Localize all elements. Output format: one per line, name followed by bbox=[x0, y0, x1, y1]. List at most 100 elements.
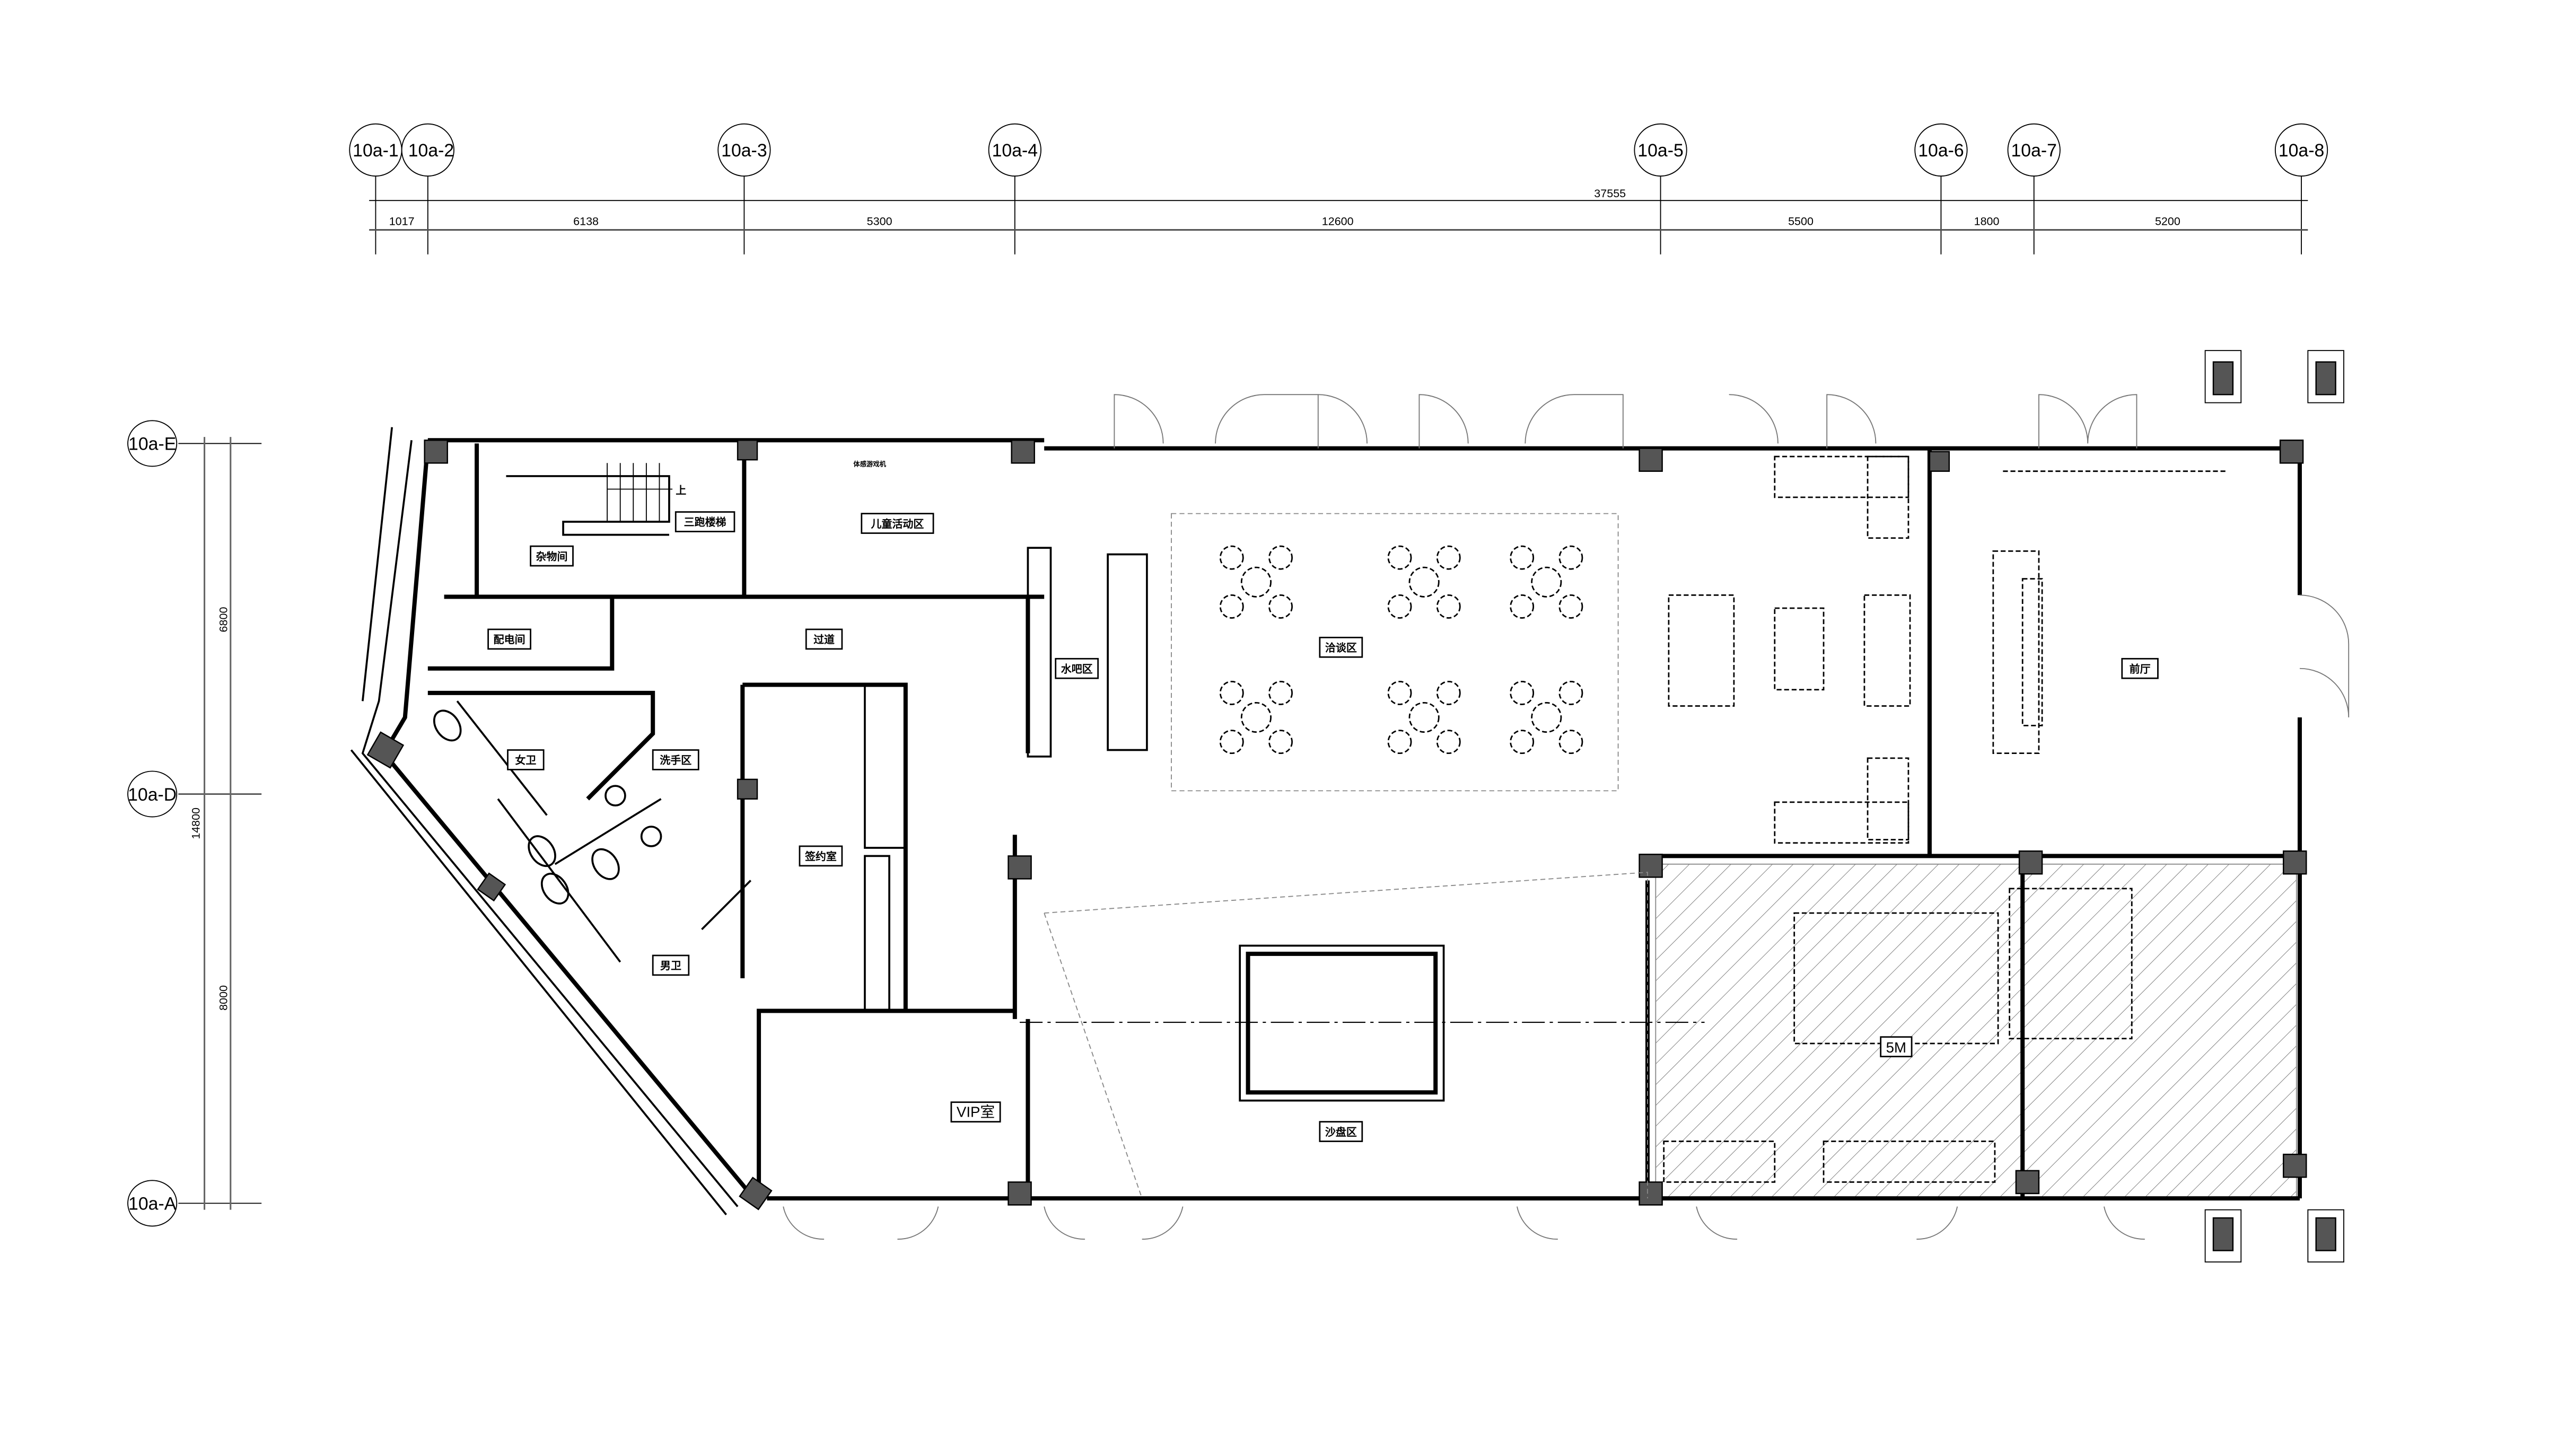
label-text: 配电间 bbox=[494, 633, 525, 646]
room-labels: 三跑楼梯 儿童活动区 体感游戏机 杂物间 配电间 过道 女卫 洗手区 签约室 男… bbox=[487, 460, 2159, 1142]
chair bbox=[1510, 545, 1535, 570]
label-vip-room: VIP室 bbox=[950, 1101, 1001, 1123]
chair bbox=[1436, 594, 1461, 619]
dim-segment-vertical: 6800 bbox=[217, 607, 230, 633]
table-with-chairs bbox=[1510, 545, 1583, 619]
lounge-sofas bbox=[1663, 455, 2227, 1183]
sightline bbox=[1044, 872, 1648, 1199]
chair bbox=[1219, 594, 1244, 619]
axis-label-10a-5: 10a-5 bbox=[1637, 141, 1683, 161]
dim-segment: 5300 bbox=[867, 215, 892, 227]
table-with-chairs bbox=[1219, 545, 1293, 619]
label-signing-room: 签约室 bbox=[799, 845, 843, 867]
chair bbox=[1558, 545, 1583, 570]
label-water-bar: 水吧区 bbox=[1055, 657, 1099, 679]
label-storage: 杂物间 bbox=[530, 545, 574, 567]
label-text: 洗手区 bbox=[660, 754, 691, 767]
chair bbox=[1387, 594, 1412, 619]
label-text: VIP室 bbox=[957, 1103, 995, 1120]
label-text: 沙盘区 bbox=[1325, 1126, 1357, 1138]
label-text: 杂物间 bbox=[536, 550, 568, 563]
axis-label-10a-A: 10a-A bbox=[128, 1194, 177, 1214]
dim-total-horizontal: 37555 bbox=[1594, 187, 1626, 200]
round-table bbox=[1240, 701, 1272, 733]
axis-label-10a-E: 10a-E bbox=[128, 434, 176, 454]
label-negotiation-area: 洽谈区 bbox=[1319, 636, 1363, 658]
label-text: 儿童活动区 bbox=[871, 518, 924, 530]
chair bbox=[1387, 545, 1412, 570]
dim-total-vertical: 14800 bbox=[189, 808, 202, 839]
row-axes: 10a-E 10a-D 10a-A 14800 6800 8000 bbox=[127, 420, 262, 1227]
dim-segment: 5200 bbox=[2155, 215, 2180, 227]
sand-table bbox=[1239, 944, 1445, 1102]
label-text: 男卫 bbox=[660, 959, 681, 972]
label-mens-wc: 男卫 bbox=[652, 954, 690, 976]
chair bbox=[1436, 680, 1461, 705]
chair bbox=[1268, 680, 1293, 705]
dim-segment: 1017 bbox=[389, 215, 415, 227]
table-with-chairs bbox=[1219, 680, 1293, 755]
axis-label-10a-4: 10a-4 bbox=[992, 141, 1038, 161]
exterior-walls bbox=[350, 394, 2350, 1240]
label-text: 女卫 bbox=[515, 754, 536, 767]
chair bbox=[1558, 594, 1583, 619]
stair-up-marker: 上 bbox=[676, 484, 686, 497]
axis-label-10a-8: 10a-8 bbox=[2279, 141, 2324, 161]
axis-label-10a-7: 10a-7 bbox=[2011, 141, 2056, 161]
hatched-5m-zone bbox=[1655, 863, 2297, 1199]
round-table bbox=[1240, 566, 1272, 598]
toilet-fixtures bbox=[433, 709, 662, 905]
label-text: 过道 bbox=[813, 633, 835, 646]
label-stair: 三跑楼梯 bbox=[674, 511, 735, 532]
label-text: 5M bbox=[1886, 1039, 1906, 1056]
chair bbox=[1219, 680, 1244, 705]
table-with-chairs bbox=[1387, 680, 1461, 755]
round-table bbox=[1531, 701, 1562, 733]
round-table bbox=[1408, 566, 1440, 598]
bar-counter bbox=[864, 547, 1148, 1012]
chair bbox=[1436, 730, 1461, 755]
chair bbox=[1558, 730, 1583, 755]
dim-segment: 6138 bbox=[573, 215, 599, 227]
dim-segment: 1800 bbox=[1974, 215, 2000, 227]
label-game-console: 体感游戏机 bbox=[853, 460, 886, 468]
dim-segment-vertical: 8000 bbox=[217, 985, 230, 1011]
table-with-chairs bbox=[1387, 545, 1461, 619]
structural-columns bbox=[366, 350, 2344, 1262]
chair bbox=[1558, 680, 1583, 705]
label-corridor: 过道 bbox=[805, 628, 843, 650]
round-table bbox=[1531, 566, 1562, 598]
label-lobby: 前厅 bbox=[2121, 657, 2159, 679]
round-table bbox=[1408, 701, 1440, 733]
chair bbox=[1510, 594, 1535, 619]
label-kids-area: 儿童活动区 bbox=[861, 513, 934, 534]
axis-label-10a-3: 10a-3 bbox=[721, 141, 767, 161]
label-wash-area: 洗手区 bbox=[652, 749, 699, 770]
label-electrical: 配电间 bbox=[487, 628, 531, 650]
chair bbox=[1387, 680, 1412, 705]
label-text: 前厅 bbox=[2130, 662, 2151, 675]
chair bbox=[1268, 730, 1293, 755]
label-womens-wc: 女卫 bbox=[507, 749, 545, 770]
dim-segment: 12600 bbox=[1322, 215, 1354, 227]
axis-label-10a-1: 10a-1 bbox=[353, 141, 398, 161]
column-axes: 10a-1 10a-2 10a-3 10a-4 10a-5 10a-6 10a-… bbox=[349, 123, 2328, 255]
table-with-chairs bbox=[1510, 680, 1583, 755]
negotiation-furniture bbox=[1171, 513, 1619, 792]
interior-walls: 上 bbox=[427, 443, 2300, 1199]
label-text: 三跑楼梯 bbox=[684, 516, 726, 529]
chair bbox=[1268, 545, 1293, 570]
chair bbox=[1268, 594, 1293, 619]
chair bbox=[1510, 680, 1535, 705]
chair bbox=[1387, 730, 1412, 755]
label-5m: 5M bbox=[1880, 1036, 1913, 1058]
label-sand-table-area: 沙盘区 bbox=[1319, 1121, 1363, 1142]
chair bbox=[1219, 545, 1244, 570]
label-text: 洽谈区 bbox=[1325, 641, 1357, 654]
axis-label-10a-2: 10a-2 bbox=[408, 141, 454, 161]
chair bbox=[1510, 730, 1535, 755]
label-text: 水吧区 bbox=[1061, 662, 1093, 675]
label-text: 签约室 bbox=[804, 850, 837, 863]
chair bbox=[1436, 545, 1461, 570]
